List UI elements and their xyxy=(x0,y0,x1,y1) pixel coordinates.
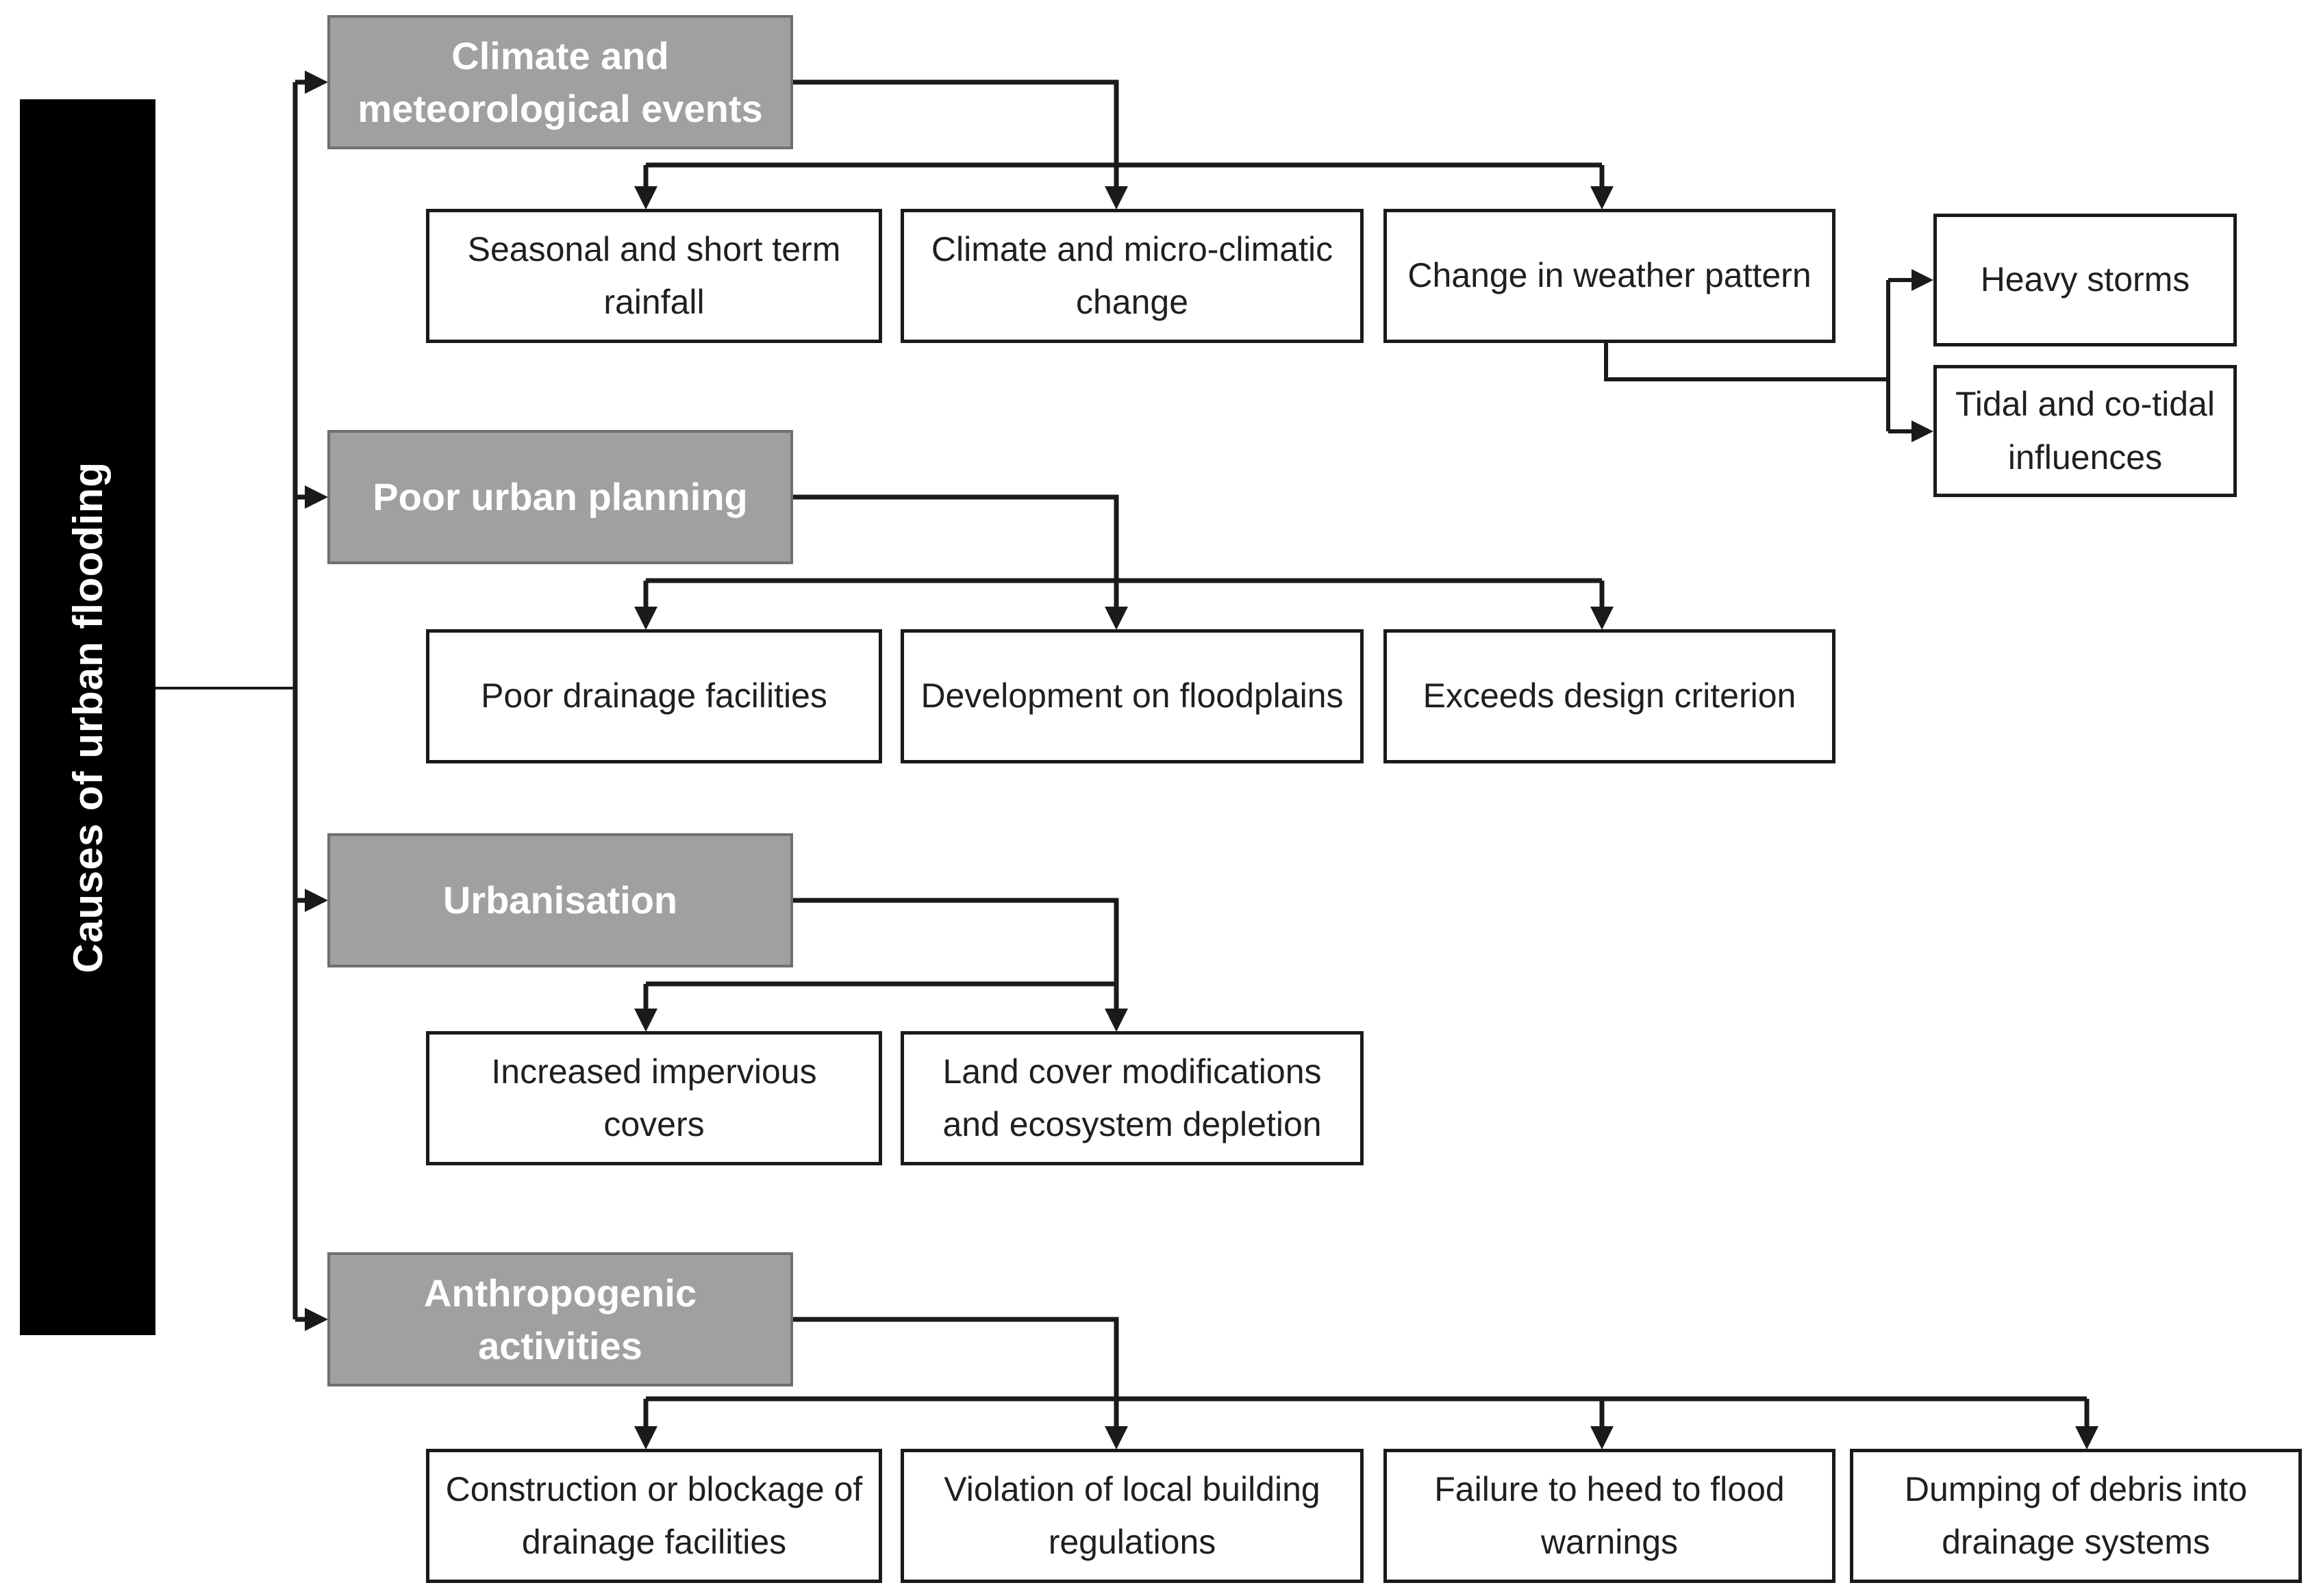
arrowhead-floodplains xyxy=(1105,607,1128,630)
cause-text: Dumping of debris into drainage systems xyxy=(1904,1469,2248,1562)
category-urbanisation: Urbanisation xyxy=(327,833,793,967)
exit-line-anthropogenic xyxy=(793,1317,1119,1426)
category-anthropogenic-activities: Anthropogenic activities xyxy=(327,1252,793,1386)
category-label: Climate and meteorological events xyxy=(358,34,763,130)
cause-text: Failure to heed to flood warnings xyxy=(1434,1469,1785,1562)
cause-land-cover-modifications: Land cover modifications and ecosystem d… xyxy=(901,1031,1364,1165)
cause-dumping-debris: Dumping of debris into drainage systems xyxy=(1850,1449,2302,1583)
exit-line-urbanisation xyxy=(793,898,1119,1009)
root-label: Causes of urban flooding xyxy=(64,461,111,974)
arrowhead-landcover xyxy=(1105,1009,1128,1032)
cause-construction-blockage-drainage: Construction or blockage of drainage fac… xyxy=(426,1449,882,1583)
arrowhead-criterion xyxy=(1590,607,1614,630)
category-climate-meteorological: Climate and meteorological events xyxy=(327,15,793,149)
arrowhead-seasonal xyxy=(634,186,657,210)
cause-text: Exceeds design criterion xyxy=(1422,676,1796,715)
cause-violation-building-regulations: Violation of local building regulations xyxy=(901,1449,1364,1583)
arrowhead-drainage xyxy=(634,607,657,630)
arrowhead-impervious xyxy=(634,1009,657,1032)
arrowhead-urbanisation xyxy=(305,889,328,912)
category-poor-urban-planning: Poor urban planning xyxy=(327,430,793,564)
category-label: Anthropogenic activities xyxy=(423,1271,697,1367)
cause-poor-drainage: Poor drainage facilities xyxy=(426,629,882,763)
root-node-causes-of-urban-flooding: Causes of urban flooding xyxy=(20,99,155,1335)
cause-increased-impervious-covers: Increased impervious covers xyxy=(426,1031,882,1165)
arrowhead-tidal xyxy=(1911,420,1933,442)
weather-split-line xyxy=(1604,343,1888,381)
cause-text: Climate and micro-climatic change xyxy=(931,229,1333,322)
arrowhead-failure xyxy=(1590,1426,1614,1449)
cause-climate-microclimatic-change: Climate and micro-climatic change xyxy=(901,209,1364,343)
cause-text: Heavy storms xyxy=(1980,260,2190,299)
cause-text: Land cover modifications and ecosystem d… xyxy=(942,1052,1322,1144)
exit-line-climate xyxy=(793,79,1119,186)
arrowhead-climate xyxy=(305,71,328,94)
cause-text: Increased impervious covers xyxy=(491,1052,817,1144)
cause-text: Poor drainage facilities xyxy=(481,676,827,715)
arrowhead-construction xyxy=(634,1426,657,1449)
cause-text: Seasonal and short term rainfall xyxy=(467,229,841,322)
cause-failure-heed-warnings: Failure to heed to flood warnings xyxy=(1383,1449,1835,1583)
arrowhead-anthropogenic xyxy=(305,1308,328,1331)
exit-line-planning xyxy=(793,494,1119,607)
cause-seasonal-rainfall: Seasonal and short term rainfall xyxy=(426,209,882,343)
cause-text: Development on floodplains xyxy=(920,676,1344,715)
cause-heavy-storms: Heavy storms xyxy=(1933,214,2237,346)
category-label: Poor urban planning xyxy=(373,475,748,519)
cause-text: Change in weather pattern xyxy=(1407,256,1812,295)
arrowhead-planning xyxy=(305,485,328,509)
arrowhead-weather xyxy=(1590,186,1614,210)
cause-development-floodplains: Development on floodplains xyxy=(901,629,1364,763)
arrowhead-violation xyxy=(1105,1426,1128,1449)
cause-exceeds-design-criterion: Exceeds design criterion xyxy=(1383,629,1835,763)
cause-text: Construction or blockage of drainage fac… xyxy=(445,1469,863,1562)
cause-change-weather-pattern: Change in weather pattern xyxy=(1383,209,1835,343)
cause-text: Violation of local building regulations xyxy=(944,1469,1320,1562)
arrowhead-dumping xyxy=(2075,1426,2098,1449)
arrowhead-heavy-storms xyxy=(1911,269,1933,291)
cause-tidal-influences: Tidal and co-tidal influences xyxy=(1933,365,2237,497)
category-label: Urbanisation xyxy=(442,878,678,922)
cause-text: Tidal and co-tidal influences xyxy=(1955,385,2215,477)
arrowhead-microclimatic xyxy=(1105,186,1128,210)
